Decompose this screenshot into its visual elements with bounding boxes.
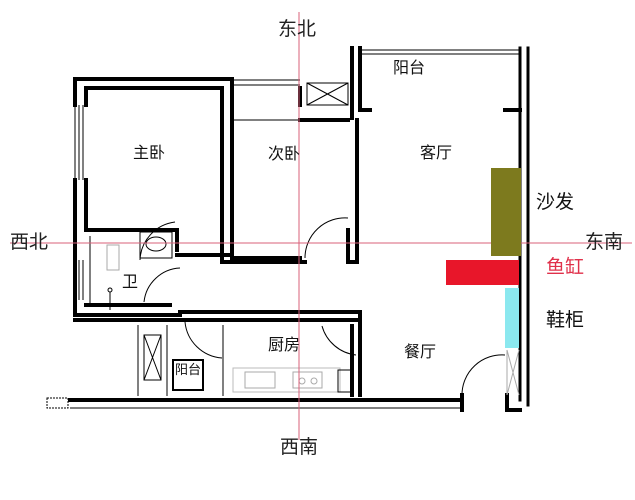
room-second-bedroom: 次卧 [268,144,301,163]
room-living-room: 客厅 [420,143,453,162]
label-sofa: 沙发 [536,191,575,213]
room-dining-room: 餐厅 [404,342,437,361]
compass-north-west: 西北 [10,231,49,253]
shoe-cabinet-block [505,288,519,348]
fish-tank-block [446,260,519,285]
room-bathroom: 卫 [122,272,139,291]
label-shoe-cabinet: 鞋柜 [546,309,585,331]
room-balcony-small: 阳台 [175,363,202,378]
compass-north-east: 东北 [278,18,317,40]
compass-south-west: 西南 [280,436,319,458]
room-kitchen: 厨房 [268,335,301,354]
compass-south-east: 东南 [585,231,624,253]
label-fish-tank: 鱼缸 [546,256,585,278]
sofa-block [491,168,521,256]
room-balcony-north: 阳台 [393,58,426,77]
room-master-bedroom: 主卧 [133,143,166,162]
